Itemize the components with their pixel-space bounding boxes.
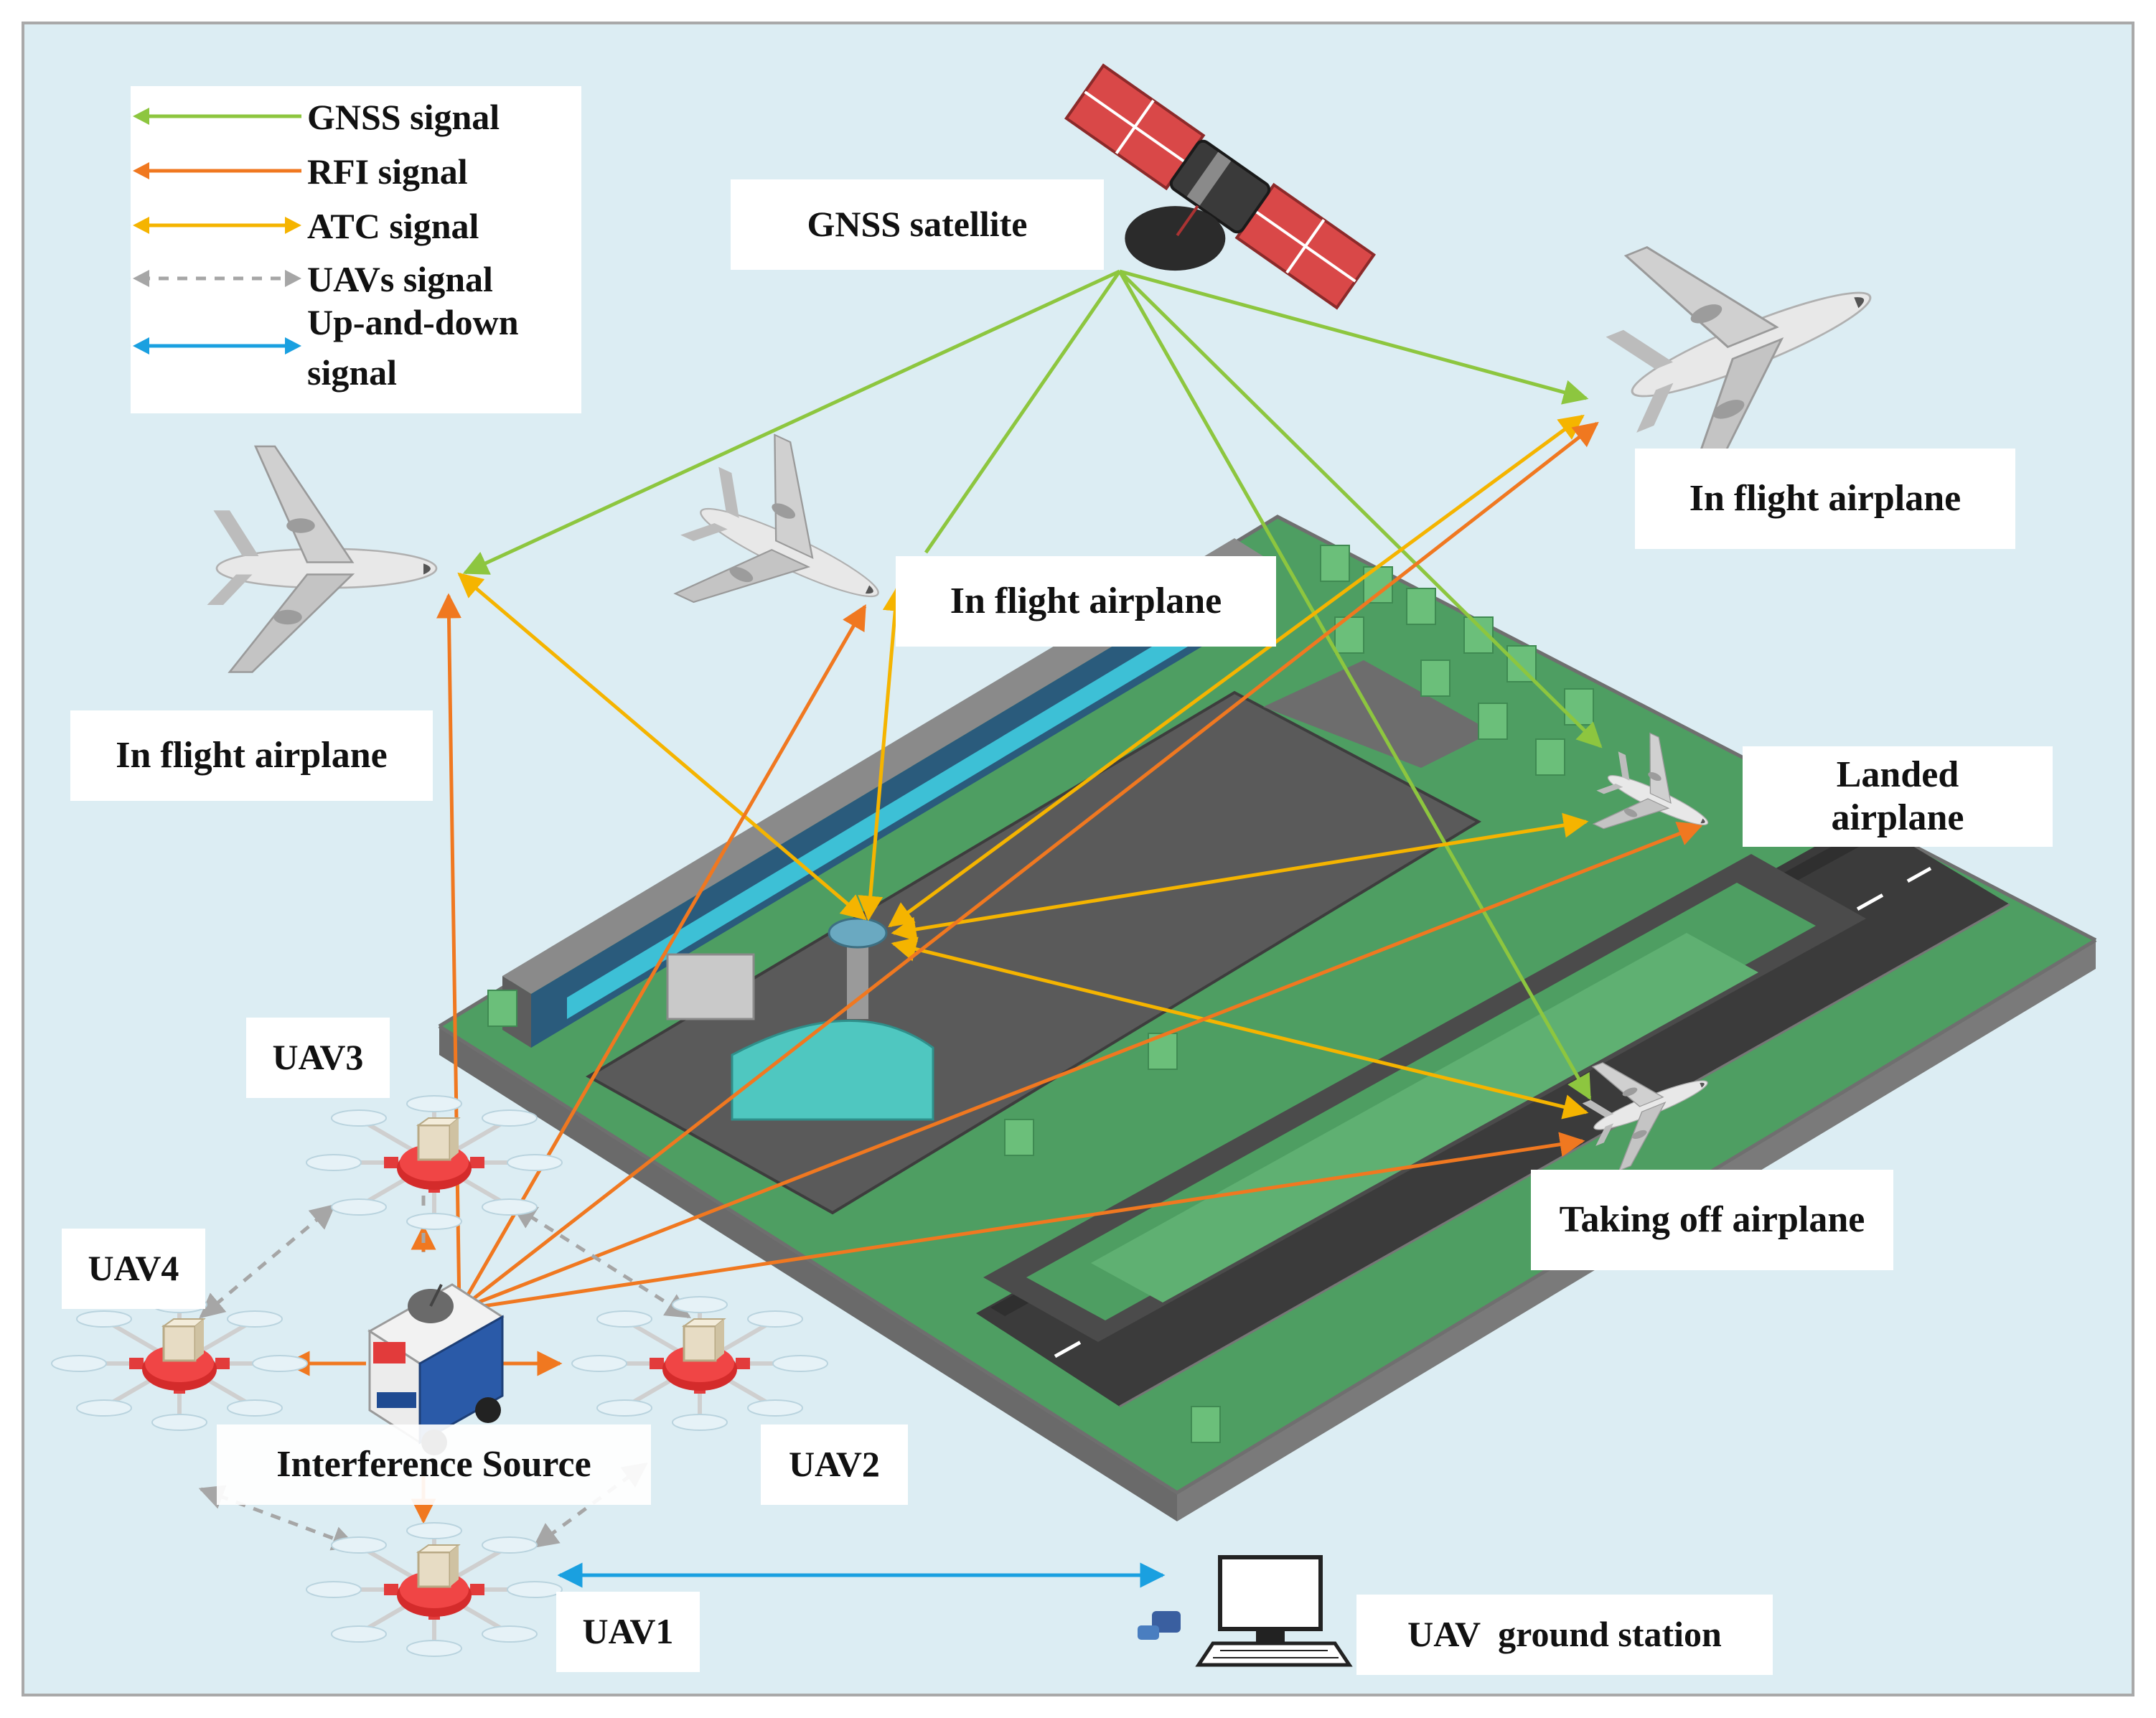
uav1-icon bbox=[306, 1523, 562, 1656]
label-taking-off-airplane: Taking off airplane bbox=[1531, 1170, 1893, 1270]
label-in-flight-center: In flight airplane bbox=[896, 556, 1276, 647]
legend-gnss-label: GNSS signal bbox=[307, 97, 500, 137]
label-landed-line1: Landed bbox=[1836, 754, 1959, 796]
label-gnss-satellite: GNSS satellite bbox=[731, 179, 1104, 270]
legend-updown-label-line1: Up-and-down bbox=[307, 302, 519, 342]
label-in-flight-right: In flight airplane bbox=[1635, 449, 2015, 549]
legend-atc-label: ATC signal bbox=[307, 206, 479, 246]
label-uav4: UAV4 bbox=[62, 1229, 205, 1309]
label-uav1: UAV1 bbox=[556, 1592, 700, 1672]
legend-rfi-label: RFI signal bbox=[307, 151, 468, 192]
label-uav-ground-station: UAV ground station bbox=[1356, 1595, 1773, 1675]
label-interference-source: Interference Source bbox=[217, 1424, 651, 1505]
legend-updown-label-line2: signal bbox=[307, 352, 398, 393]
uav4-icon bbox=[52, 1297, 307, 1430]
label-in-flight-left: In flight airplane bbox=[70, 710, 433, 801]
atc-signals bbox=[457, 414, 1589, 1119]
legend bbox=[131, 86, 581, 413]
uav3-icon bbox=[306, 1096, 562, 1229]
uav2-icon bbox=[572, 1297, 828, 1430]
label-uav2: UAV2 bbox=[761, 1424, 908, 1505]
ground-station-computer-icon bbox=[1138, 1555, 1353, 1667]
legend-uav-label: UAVs signal bbox=[307, 259, 493, 299]
label-uav3: UAV3 bbox=[246, 1018, 390, 1098]
label-landed-line2: airplane bbox=[1831, 797, 1964, 838]
gnss-satellite-icon bbox=[1064, 63, 1377, 310]
label-landed-airplane: Landed airplane bbox=[1743, 746, 2053, 847]
